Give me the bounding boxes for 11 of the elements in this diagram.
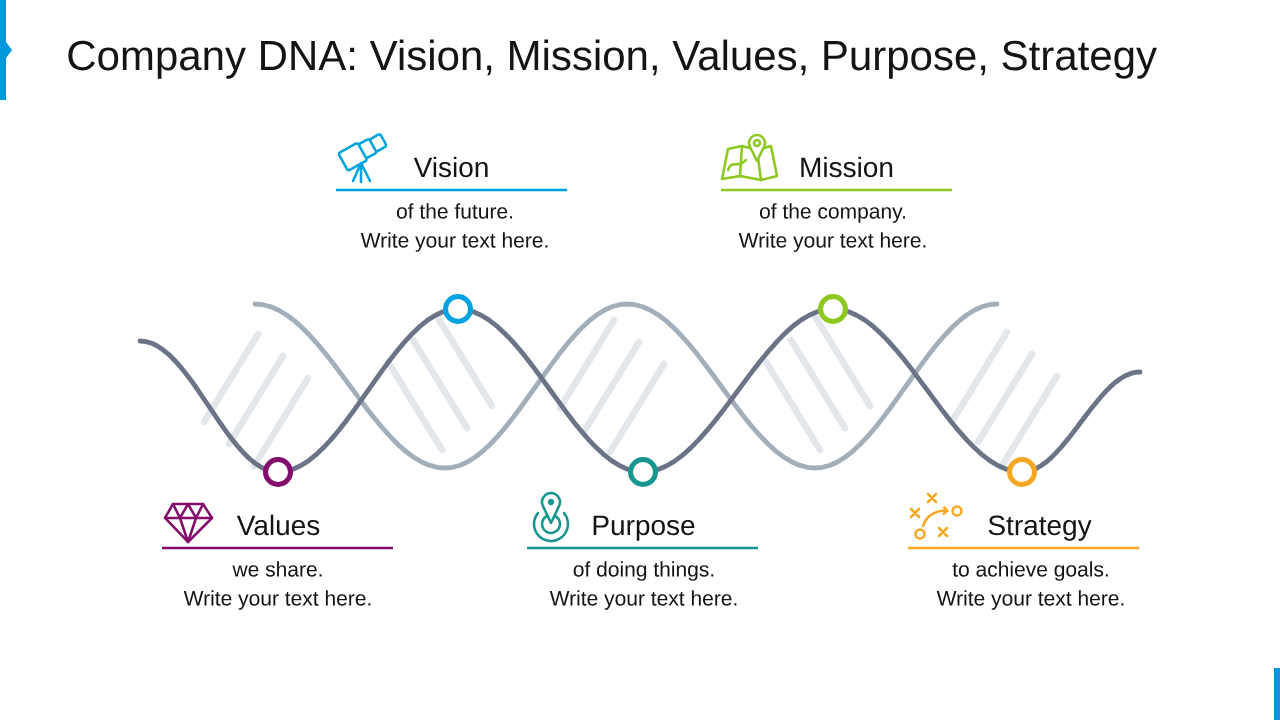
title: Company DNA: Vision, Mission, Values, Purpose, Strategy <box>68 39 1157 79</box>
heading: Purpose <box>593 515 695 541</box>
heading: Strategy <box>988 515 1092 541</box>
heading: Values <box>236 514 320 536</box>
body-text: of the company. Write your text here. <box>738 203 926 252</box>
body-text: we share. Write your text here. <box>183 561 371 610</box>
heading: Vision <box>413 156 488 178</box>
body-text: to achieve goals. Write your text here. <box>936 561 1124 610</box>
body-text: of the future. Write your text here. <box>360 203 548 252</box>
heading: Mission <box>801 156 893 178</box>
body-text: of doing things. Write your text here. <box>549 561 737 610</box>
